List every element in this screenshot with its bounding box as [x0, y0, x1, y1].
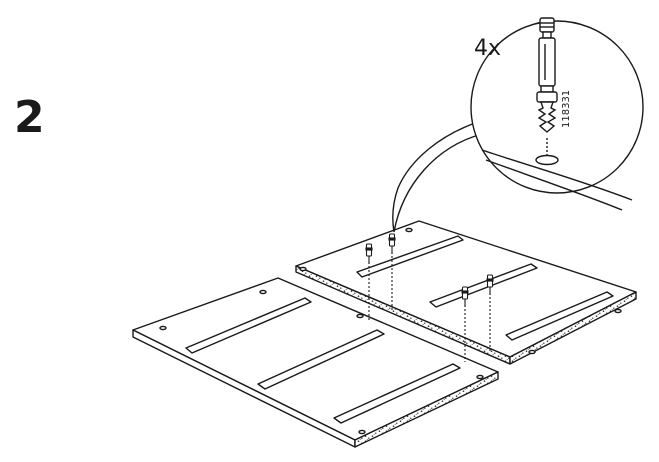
right-panel-groove [356, 235, 464, 278]
right-panel-hole [614, 308, 622, 314]
callout-board-edge [481, 149, 633, 201]
right-panel-hole [405, 227, 413, 233]
left-panel-groove [333, 363, 461, 424]
left-panel-hole [358, 429, 366, 435]
left-panel-hole [259, 289, 267, 295]
right-panel-edge-side [509, 291, 637, 365]
part-number-label: 118331 [561, 89, 572, 128]
cam-lock-dowel-icon [365, 243, 373, 322]
right-panel-hole [528, 349, 536, 355]
left-panel [132, 277, 499, 448]
quantity-label: 4x [474, 36, 502, 61]
step-number: 2 [14, 92, 45, 143]
left-panel-hole [159, 325, 167, 331]
left-panel-groove [185, 297, 312, 354]
cam-lock-dowel-icon [536, 17, 558, 155]
callout-circle [470, 20, 644, 194]
cam-lock-dowel-icon [388, 233, 396, 312]
cam-lock-dowel-icon [486, 274, 494, 352]
right-panel-groove [429, 263, 538, 308]
left-panel-groove [257, 329, 385, 390]
callout-hole [535, 154, 559, 166]
cam-lock-dowel-icon [461, 286, 469, 362]
detail-callout [392, 17, 644, 233]
connectors [365, 233, 494, 362]
right-panel-groove [505, 291, 614, 341]
right-panel-hole [299, 266, 307, 272]
left-panel-hole [356, 313, 364, 319]
left-panel-edge-side [354, 371, 499, 448]
callout-pointer [392, 121, 483, 233]
left-panel-hole [476, 374, 484, 380]
callout-board-edge [485, 159, 623, 211]
